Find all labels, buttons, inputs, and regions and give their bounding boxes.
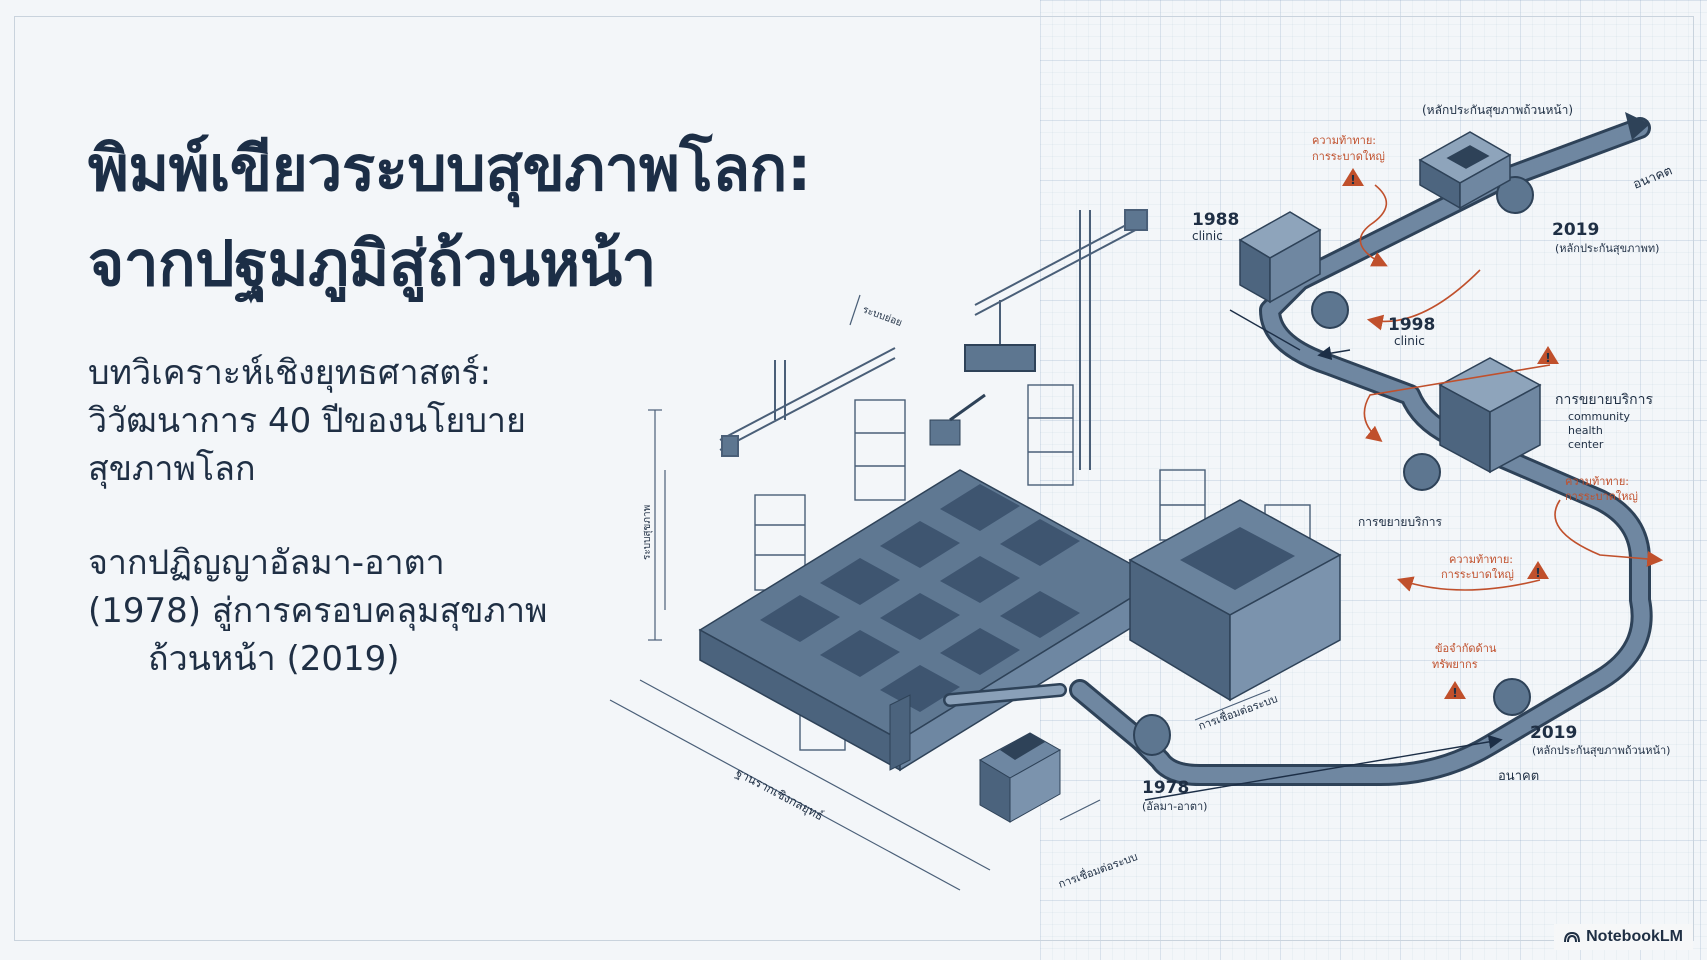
vertical-dimension-label: ระบบสุขภาพ — [642, 505, 653, 560]
detail-line-1: จากปฏิญญาอัลมา-อาตา — [88, 543, 445, 583]
svg-text:!: ! — [1350, 173, 1355, 187]
brand-name: NotebookLM — [1586, 928, 1683, 945]
timeline-arrows — [1144, 309, 1503, 801]
notebooklm-logo-icon — [1564, 931, 1581, 943]
foundation-grid — [698, 393, 1342, 823]
title-line-1: พิมพ์เขียวระบบสุขภาพโลก: — [88, 132, 812, 205]
subtitle-line-2: วิวัฒนาการ 40 ปีของนโยบาย — [88, 401, 526, 441]
challenge-arrows — [1359, 184, 1664, 592]
uhc-top-label: (หลักประกันสุขภาพถ้วนหน้า) — [1422, 103, 1573, 118]
svg-text:!: ! — [1452, 686, 1457, 700]
service-expansion-label: การขยายบริการ — [1358, 515, 1443, 529]
top-dimension-label: ระบบย่อย — [861, 304, 903, 328]
warning-icon: ! — [1537, 346, 1559, 365]
year-1988: 1988 — [1192, 210, 1239, 230]
warning-icon: ! — [1444, 681, 1466, 700]
future-top-label: อนาคต — [1631, 163, 1675, 192]
year-2019-top-label: (หลักประกันสุขภาพท) — [1555, 242, 1659, 255]
challenge-b-line-2: การระบาดใหญ่ — [1565, 490, 1638, 503]
constraint-line-1: ข้อจำกัดด้าน — [1435, 642, 1497, 655]
year-1978: 1978 — [1142, 778, 1189, 798]
notebooklm-watermark: NotebookLM — [1554, 924, 1693, 950]
detail-line-3: ถ้วนหน้า (2019) — [148, 639, 400, 679]
connect-label-bottom: การเชื่อมต่อระบบ — [1056, 848, 1139, 891]
year-2019-bottom: 2019 — [1530, 723, 1577, 743]
expansion-title: การขยายบริการ — [1555, 392, 1653, 408]
blueprint-grid — [1040, 0, 1707, 960]
challenge-b-line-1: ความท้าทาย: — [1565, 475, 1629, 488]
crane-right — [964, 209, 1148, 470]
dimension-lines — [609, 294, 1271, 891]
challenge-c-line-1: ความท้าทาย: — [1449, 553, 1513, 566]
expansion-sub-1: community — [1568, 410, 1631, 423]
year-1978-label: (อัลมา-อาตา) — [1142, 800, 1207, 813]
year-2019-bottom-label: (หลักประกันสุขภาพถ้วนหน้า) — [1532, 744, 1670, 757]
future-bottom-label: อนาคต — [1498, 769, 1539, 784]
slide-frame — [14, 16, 1694, 941]
year-1988-label: clinic — [1192, 229, 1223, 243]
foundation-label: ฐานรากเชิงกลยุทธ์ — [733, 765, 826, 824]
subtitle-line-1: บทวิเคราะห์เชิงยุทธศาสตร์: — [88, 353, 492, 393]
title-line-2: จากปฐมภูมิสู่ถ้วนหน้า — [88, 227, 657, 300]
warning-icon: ! — [1342, 168, 1364, 187]
year-1998: 1998 — [1388, 315, 1435, 335]
challenge-c-line-2: การระบาดใหญ่ — [1441, 568, 1514, 581]
challenge-a-line-1: ความท้าทาย: — [1312, 134, 1376, 147]
svg-text:!: ! — [1535, 566, 1540, 580]
subtitle-line-3: สุขภาพโลก — [88, 449, 256, 489]
warning-icons: ! ! ! ! — [1342, 168, 1559, 700]
detail-line-2: (1978) สู่การครอบคลุมสุขภาพ — [88, 591, 548, 631]
expansion-sub-2: health — [1568, 424, 1603, 437]
warning-icon: ! — [1527, 561, 1549, 580]
challenge-a-line-2: การระบาดใหญ่ — [1312, 150, 1385, 163]
hospital-building — [1418, 131, 1512, 210]
challenge-labels: ความท้าทาย: การระบาดใหญ่ ความท้าทาย: การ… — [1312, 134, 1638, 671]
timeline-pipeline — [943, 112, 1653, 786]
pipeline-joints — [1133, 176, 1534, 756]
expansion-sub-3: center — [1568, 438, 1604, 451]
year-2019-top: 2019 — [1552, 220, 1599, 240]
timeline-labels: (หลักประกันสุขภาพถ้วนหน้า) อนาคต 2019 (ห… — [1142, 103, 1675, 813]
year-1998-label: clinic — [1394, 334, 1425, 348]
clinic-1988-building — [1238, 211, 1322, 304]
svg-text:!: ! — [1545, 351, 1550, 365]
constraint-line-2: ทรัพยากร — [1432, 658, 1478, 671]
crane-left — [719, 347, 896, 457]
